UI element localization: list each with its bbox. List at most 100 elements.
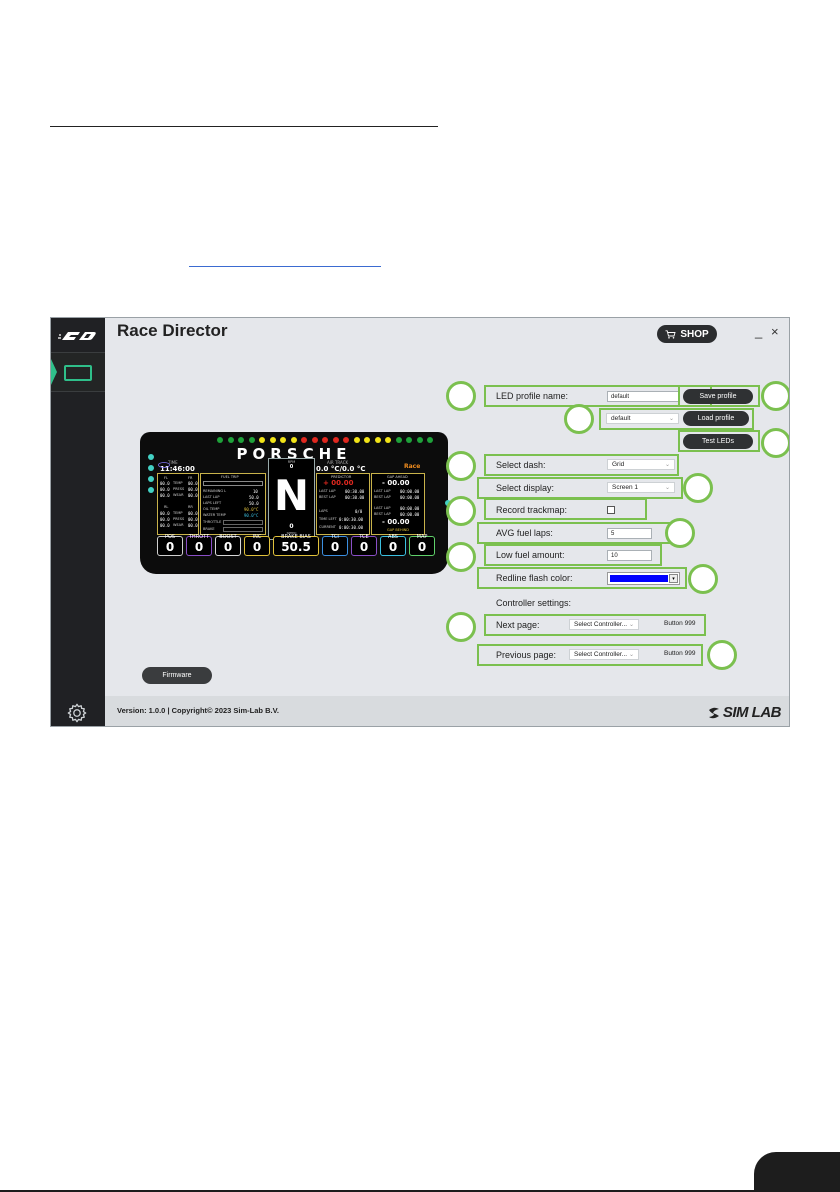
rd-dash-logo xyxy=(158,462,170,468)
led-profile-input[interactable]: default xyxy=(607,391,680,402)
rr-wear: 00.0 xyxy=(188,523,198,528)
select-display-dropdown[interactable]: Screen 1⌄ xyxy=(607,482,675,493)
low-fuel-input[interactable]: 10 xyxy=(607,550,652,561)
fuel-panel: FUEL TRIP REMAINING L 10 LAST LAP 50.0 L… xyxy=(200,473,266,535)
callout-circle xyxy=(446,542,476,572)
gear-icon[interactable] xyxy=(66,702,88,724)
fr-temp: 00.0 xyxy=(188,481,198,486)
dash-metric-label: MAP xyxy=(416,534,428,540)
callout-circle xyxy=(564,404,594,434)
behind-last-lap: 00:00.00 xyxy=(400,506,420,511)
dash-metric-value: 0 xyxy=(252,540,262,554)
dashboard-preview: PORSCHE TIME 11:46:00 RPM 0 N 0 SPEED AI… xyxy=(140,432,451,574)
behind-best-lap: 00:00.00 xyxy=(400,512,420,517)
minimize-button[interactable]: _ xyxy=(755,324,763,339)
previous-page-label: Previous page: xyxy=(496,650,557,660)
record-trackmap-checkbox[interactable] xyxy=(607,506,615,514)
chevron-down-icon: ⌄ xyxy=(664,462,670,468)
chevron-down-icon[interactable]: ▾ xyxy=(669,574,678,583)
callout-circle xyxy=(688,564,718,594)
profile-select[interactable]: default⌄ xyxy=(606,413,679,424)
next-page-controller-select[interactable]: Select Controller...⌄ xyxy=(569,619,639,630)
rl-wear: 00.0 xyxy=(160,523,170,528)
rev-led xyxy=(406,437,412,443)
avg-fuel-label: AVG fuel laps: xyxy=(496,528,553,538)
callout-circle xyxy=(446,381,476,411)
brake-bar xyxy=(223,527,263,532)
title-bar: Race Director SHOP _ × xyxy=(105,318,789,348)
rev-led xyxy=(374,437,381,443)
callout-circle xyxy=(446,496,476,526)
rl-temp: 00.0 xyxy=(160,511,170,516)
next-page-button-label[interactable]: Button 999 xyxy=(664,620,696,627)
document-link-underline xyxy=(189,266,381,267)
rev-led xyxy=(311,437,318,443)
select-dash-row xyxy=(484,454,679,476)
callout-circle xyxy=(665,518,695,548)
load-profile-button[interactable]: Load profile xyxy=(683,411,749,426)
left-led-4 xyxy=(148,487,154,493)
predictor-panel: PREDICTOR + 00.00 LAST LAP 00:30.00 BEST… xyxy=(316,473,370,535)
dash-metric-value: 0 xyxy=(330,540,340,554)
save-profile-button[interactable]: Save profile xyxy=(683,389,753,404)
redline-color-label: Redline flash color: xyxy=(496,573,573,583)
temp-label: TEMP xyxy=(173,511,183,515)
left-led-2 xyxy=(148,465,154,471)
best-lap-label: BEST LAP xyxy=(374,495,391,499)
fl-wear: 00.0 xyxy=(160,493,170,498)
laps-left-value: 50.0 xyxy=(249,501,259,506)
previous-page-controller-select[interactable]: Select Controller...⌄ xyxy=(569,649,639,660)
dash-metric-label: BRAKE BIAS xyxy=(281,534,311,540)
color-swatch xyxy=(610,575,668,582)
rev-led xyxy=(364,437,370,443)
predictor-title: PREDICTOR xyxy=(331,475,352,479)
dash-metric-value: 0 xyxy=(359,540,369,554)
next-page-row xyxy=(484,614,706,636)
avg-fuel-input[interactable]: 5 xyxy=(607,528,652,539)
firmware-button[interactable]: Firmware xyxy=(142,667,212,684)
test-leds-button[interactable]: Test LEDs xyxy=(683,434,753,449)
simlab-logo: SIM LAB xyxy=(707,704,782,721)
ahead-last-lap: 00:00.00 xyxy=(400,489,420,494)
gap-ahead-label: GAP AHEAD xyxy=(387,475,408,479)
callout-circle xyxy=(707,640,737,670)
shop-button[interactable]: SHOP xyxy=(657,325,717,343)
rev-led xyxy=(280,437,286,443)
remaining-value: 10 xyxy=(253,489,258,494)
load-profile-row xyxy=(599,408,754,430)
page-bottom-rule xyxy=(0,1190,840,1192)
chevron-down-icon: ⌄ xyxy=(628,622,634,628)
select-dash-value: Grid xyxy=(612,461,625,468)
redline-color-row xyxy=(477,567,687,589)
select-dash-dropdown[interactable]: Grid ⌄ xyxy=(607,459,675,470)
last-lap-fuel: 50.0 xyxy=(249,495,259,500)
brake-label: BRAKE xyxy=(203,527,215,531)
record-trackmap-label: Record trackmap: xyxy=(496,505,568,515)
rr-press: 00.0 xyxy=(188,517,198,522)
previous-page-select-value: Select Controller... xyxy=(574,651,628,658)
rev-led xyxy=(332,437,339,443)
rev-led xyxy=(269,437,276,443)
fuel-title: FUEL TRIP xyxy=(221,475,239,479)
app-title: Race Director xyxy=(117,321,228,340)
dashboard-icon xyxy=(64,365,92,381)
simlab-text: SIM LAB xyxy=(722,704,782,721)
previous-page-button-label[interactable]: Button 999 xyxy=(664,650,696,657)
low-fuel-label: Low fuel amount: xyxy=(496,550,565,560)
dash-metric-value: 0 xyxy=(417,540,427,554)
race-director-logo xyxy=(58,332,96,340)
rl-label: RL xyxy=(164,505,169,509)
rl-press: 00.0 xyxy=(160,517,170,522)
session-type: Race xyxy=(404,463,421,470)
time-left-label: TIME LEFT xyxy=(319,517,337,521)
redline-color-picker[interactable]: ▾ xyxy=(607,572,680,585)
rev-led xyxy=(427,437,433,443)
cart-icon xyxy=(665,329,676,339)
next-page-label: Next page: xyxy=(496,620,540,630)
sidebar-item-dashboard[interactable] xyxy=(51,352,105,392)
close-button[interactable]: × xyxy=(771,324,779,339)
